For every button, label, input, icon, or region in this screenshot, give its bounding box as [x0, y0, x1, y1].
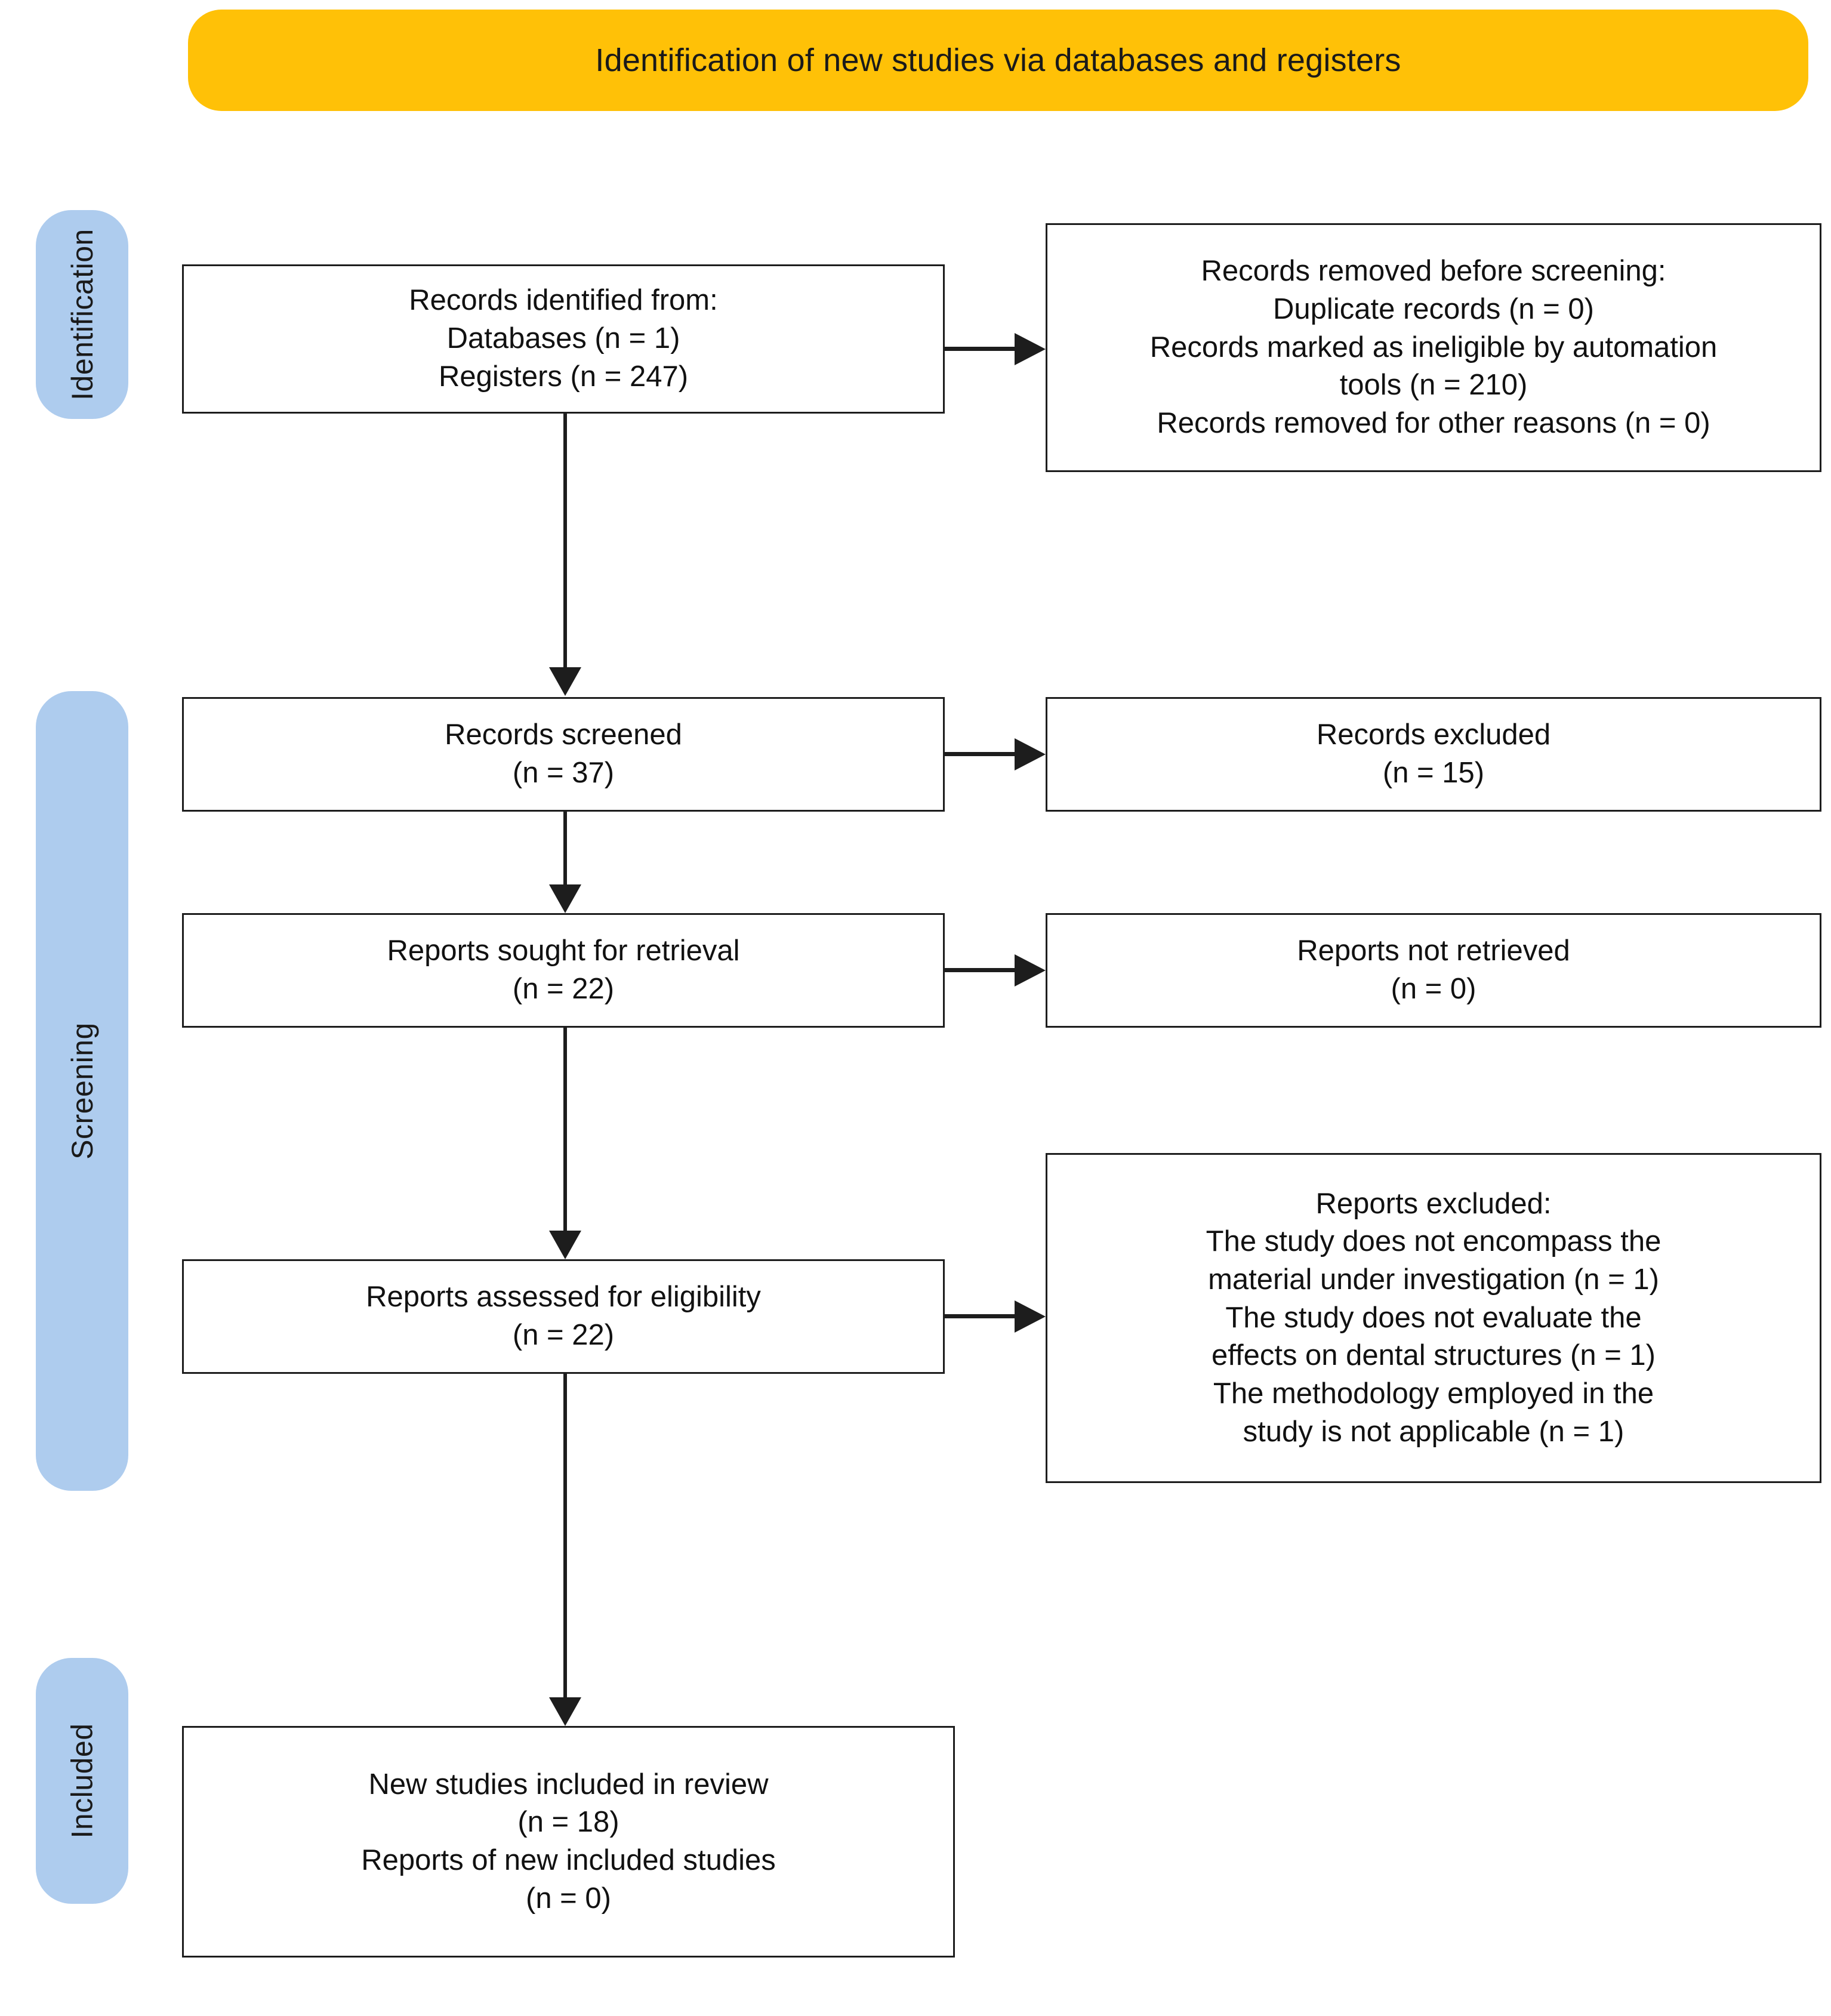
stage-label-included: Included	[65, 1723, 99, 1839]
box-line: Duplicate records (n = 0)	[1273, 292, 1594, 325]
box-line: Registers (n = 247)	[438, 360, 689, 393]
box-reports-excluded: Reports excluded: The study does not enc…	[1046, 1153, 1821, 1483]
box-line: Reports sought for retrieval	[387, 935, 740, 967]
box-line: Databases (n = 1)	[446, 322, 680, 355]
box-line: Reports not retrieved	[1297, 935, 1570, 967]
connector-line-screened-to-sought	[563, 812, 567, 884]
connector-line-assessed-to-reports-excluded	[945, 1314, 1021, 1318]
stage-pill-included: Included	[36, 1658, 128, 1904]
box-reports-not-retrieved: Reports not retrieved (n = 0)	[1046, 913, 1821, 1028]
box-line: (n = 22)	[512, 973, 615, 1005]
box-line: Records excluded	[1316, 719, 1551, 751]
box-line: (n = 15)	[1382, 757, 1485, 789]
box-records-removed-before-screening: Records removed before screening: Duplic…	[1046, 223, 1821, 472]
box-line: effects on dental structures (n = 1)	[1211, 1339, 1656, 1372]
arrowhead-right-icon	[1015, 738, 1046, 770]
connector-line-identified-to-screened	[563, 414, 567, 667]
box-line: (n = 0)	[1391, 973, 1476, 1005]
box-line: Records removed for other reasons (n = 0…	[1157, 407, 1710, 440]
arrowhead-down-icon	[549, 884, 581, 913]
connector-line-screened-to-excluded	[945, 752, 1021, 756]
box-line: Records marked as ineligible by automati…	[1149, 331, 1718, 363]
box-records-identified: Records identified from: Databases (n = …	[182, 264, 945, 414]
box-line: Reports assessed for eligibility	[366, 1281, 761, 1314]
header-banner: Identification of new studies via databa…	[188, 10, 1808, 111]
box-reports-sought-for-retrieval: Reports sought for retrieval (n = 22)	[182, 913, 945, 1028]
box-line: The study does not encompass the	[1206, 1225, 1662, 1258]
stage-label-identification: Identification	[65, 229, 99, 400]
box-line: New studies included in review	[368, 1768, 769, 1801]
box-line: (n = 0)	[526, 1882, 611, 1915]
connector-line-sought-to-not-retrieved	[945, 968, 1021, 972]
arrowhead-down-icon	[549, 667, 581, 696]
box-line: study is not applicable (n = 1)	[1243, 1415, 1625, 1448]
box-line: tools (n = 210)	[1339, 369, 1528, 402]
arrowhead-down-icon	[549, 1697, 581, 1726]
box-new-studies-included: New studies included in review (n = 18) …	[182, 1726, 955, 1958]
box-line: material under investigation (n = 1)	[1208, 1263, 1659, 1296]
connector-line-assessed-to-included	[563, 1374, 567, 1697]
box-line: (n = 22)	[512, 1319, 615, 1351]
arrowhead-down-icon	[549, 1231, 581, 1259]
box-line: The study does not evaluate the	[1225, 1301, 1642, 1334]
box-line: (n = 37)	[512, 757, 615, 789]
box-line: Reports of new included studies	[361, 1844, 776, 1876]
stage-pill-screening: Screening	[36, 691, 128, 1491]
stage-pill-identification: Identification	[36, 210, 128, 419]
box-line: (n = 18)	[517, 1806, 619, 1839]
connector-line-sought-to-assessed	[563, 1028, 567, 1231]
arrowhead-right-icon	[1015, 954, 1046, 987]
connector-line-identified-to-removed	[945, 347, 1021, 351]
box-line: Records removed before screening:	[1201, 255, 1666, 288]
box-line: Reports excluded:	[1315, 1187, 1552, 1220]
arrowhead-right-icon	[1015, 1300, 1046, 1333]
box-line: Records screened	[445, 719, 682, 751]
box-records-screened: Records screened (n = 37)	[182, 697, 945, 812]
box-reports-assessed-for-eligibility: Reports assessed for eligibility (n = 22…	[182, 1259, 945, 1374]
stage-label-screening: Screening	[65, 1022, 99, 1160]
box-line: The methodology employed in the	[1213, 1377, 1654, 1410]
arrowhead-right-icon	[1015, 333, 1046, 365]
box-records-excluded: Records excluded (n = 15)	[1046, 697, 1821, 812]
box-line: Records identified from:	[409, 284, 718, 317]
header-title: Identification of new studies via databa…	[595, 42, 1401, 78]
